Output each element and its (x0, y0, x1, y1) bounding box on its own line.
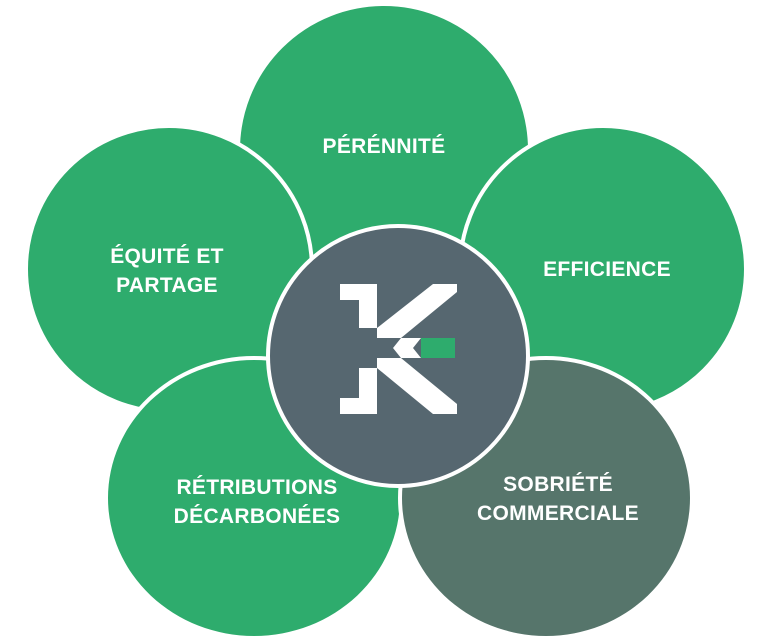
retributions-label: RÉTRIBUTIONS DÉCARBONÉES (142, 473, 372, 531)
equite-label: ÉQUITÉ ET PARTAGE (82, 242, 252, 300)
sobriete-label-line2: COMMERCIALE (477, 502, 639, 525)
efficience-label: EFFICIENCE (512, 255, 702, 284)
sobriete-label: SOBRIÉTÉ COMMERCIALE (448, 470, 668, 528)
sobriete-label-line1: SOBRIÉTÉ (503, 473, 613, 496)
perennite-label: PÉRÉNNITÉ (294, 132, 474, 161)
center-hub (266, 224, 530, 488)
equite-label-line2: PARTAGE (116, 274, 218, 297)
efficience-label-text: EFFICIENCE (543, 258, 671, 281)
k-logo-icon (340, 284, 457, 414)
retributions-label-line2: DÉCARBONÉES (173, 505, 341, 528)
perennite-label-text: PÉRÉNNITÉ (322, 135, 446, 158)
equite-label-line1: ÉQUITÉ ET (110, 245, 224, 268)
retributions-label-line1: RÉTRIBUTIONS (176, 476, 338, 499)
